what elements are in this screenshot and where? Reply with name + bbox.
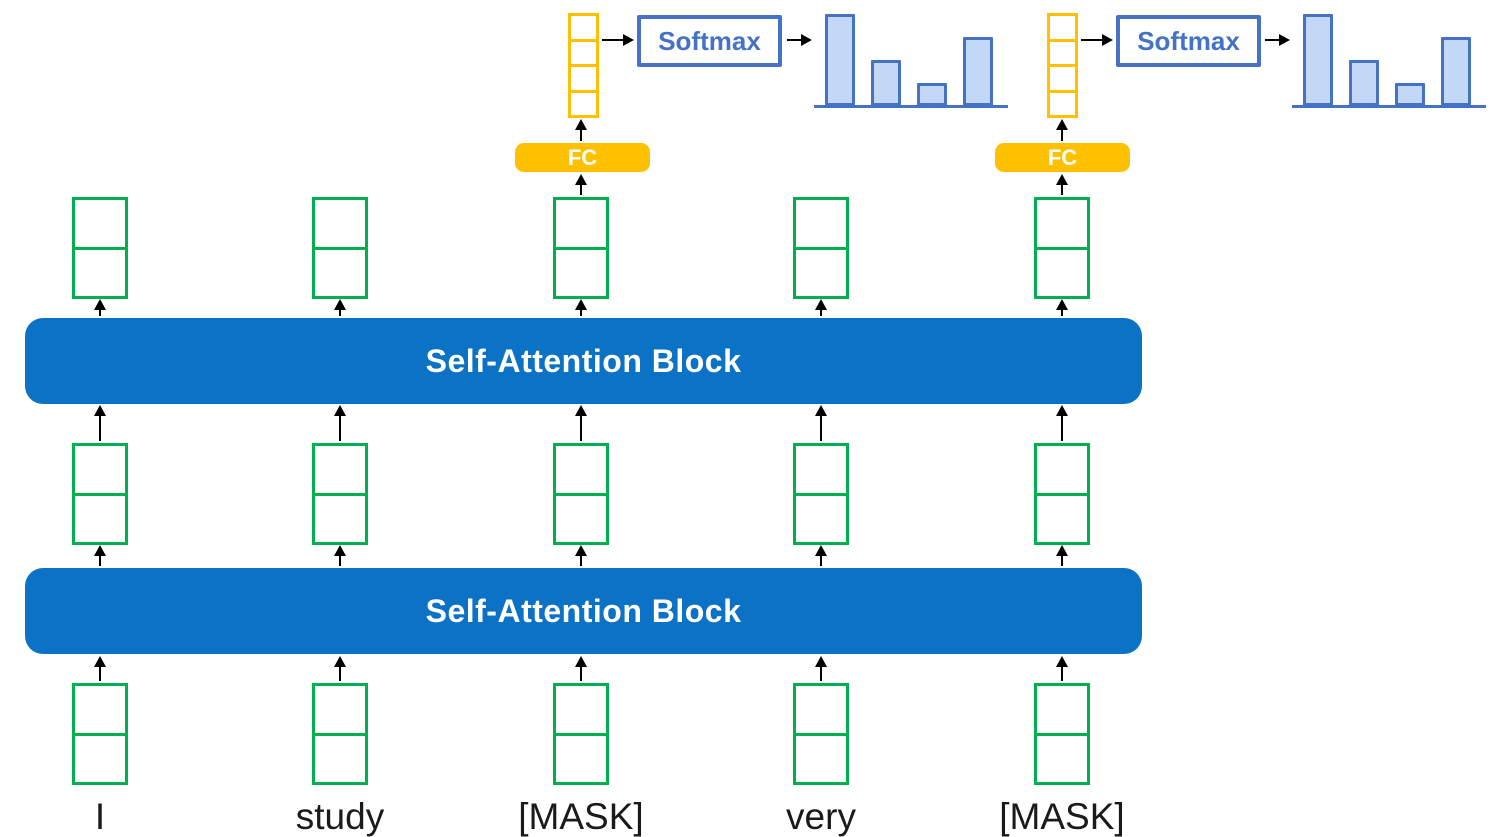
arrow-up-icon (1054, 545, 1070, 566)
fc-label: FC (1047, 144, 1078, 170)
arrow-up-icon (813, 299, 829, 316)
embedding-vector (1034, 443, 1090, 545)
chart-baseline (1292, 105, 1486, 108)
arrow-up-icon (92, 545, 108, 566)
arrow-up-icon (1054, 656, 1070, 681)
probability-bar (871, 60, 901, 106)
probability-bar (1303, 14, 1333, 106)
arrow-up-icon (573, 174, 589, 195)
self-attention-block-label: Self-Attention Block (425, 592, 742, 629)
arrow-up-icon (332, 656, 348, 681)
embedding-vector (312, 197, 368, 299)
chart-baseline (814, 105, 1008, 108)
embedding-vector (553, 683, 609, 785)
embedding-vector (793, 683, 849, 785)
arrow-up-icon (573, 119, 589, 141)
arrow-up-icon (332, 405, 348, 441)
self-attention-block-lower: Self-Attention Block (25, 568, 1142, 654)
arrow-up-icon (332, 299, 348, 316)
token-label: I (94, 796, 106, 837)
probability-bar (1349, 60, 1379, 106)
arrow-up-icon (1054, 299, 1070, 316)
embedding-vector (793, 443, 849, 545)
softmax-label: Softmax (658, 25, 761, 56)
arrow-up-icon (573, 545, 589, 566)
self-attention-block-label: Self-Attention Block (425, 342, 742, 379)
probability-bar (1395, 83, 1425, 106)
token-label: [MASK] (518, 796, 644, 837)
arrow-right-icon (1081, 32, 1113, 48)
arrow-right-icon (1265, 32, 1290, 48)
embedding-vector (72, 443, 128, 545)
arrow-up-icon (92, 405, 108, 441)
arrow-up-icon (1054, 174, 1070, 195)
arrow-up-icon (813, 545, 829, 566)
arrow-up-icon (813, 656, 829, 681)
embedding-vector (1034, 683, 1090, 785)
embedding-vector (553, 197, 609, 299)
arrow-up-icon (573, 656, 589, 681)
embedding-vector (312, 443, 368, 545)
arrow-up-icon (573, 299, 589, 316)
token-label: [MASK] (999, 796, 1125, 837)
arrow-up-icon (92, 299, 108, 316)
embedding-vector (1034, 197, 1090, 299)
embedding-vector (72, 197, 128, 299)
logit-vector-right (1047, 13, 1078, 118)
softmax-box-right: Softmax (1116, 15, 1261, 67)
arrow-right-icon (602, 32, 634, 48)
embedding-vector (72, 683, 128, 785)
probability-bar (1441, 37, 1471, 106)
token-label: very (786, 796, 856, 837)
probability-chart-right (1292, 8, 1486, 108)
arrow-up-icon (1054, 405, 1070, 441)
arrow-up-icon (332, 545, 348, 566)
arrow-up-icon (573, 405, 589, 441)
arrow-up-icon (813, 405, 829, 441)
embedding-vector (553, 443, 609, 545)
softmax-box-left: Softmax (637, 15, 782, 67)
probability-bar (917, 83, 947, 106)
embedding-vector (312, 683, 368, 785)
logit-vector-left (568, 13, 599, 118)
probability-bar (963, 37, 993, 106)
arrow-up-icon (1054, 119, 1070, 141)
embedding-vector (793, 197, 849, 299)
self-attention-block-upper: Self-Attention Block (25, 318, 1142, 404)
probability-bar (825, 14, 855, 106)
token-label: study (295, 796, 385, 837)
fc-layer-box-right: FC (995, 143, 1130, 172)
fc-layer-box-left: FC (515, 143, 650, 172)
softmax-label: Softmax (1137, 25, 1240, 56)
probability-chart-left (814, 8, 1008, 108)
arrow-up-icon (92, 656, 108, 681)
arrow-right-icon (787, 32, 812, 48)
fc-label: FC (567, 144, 598, 170)
